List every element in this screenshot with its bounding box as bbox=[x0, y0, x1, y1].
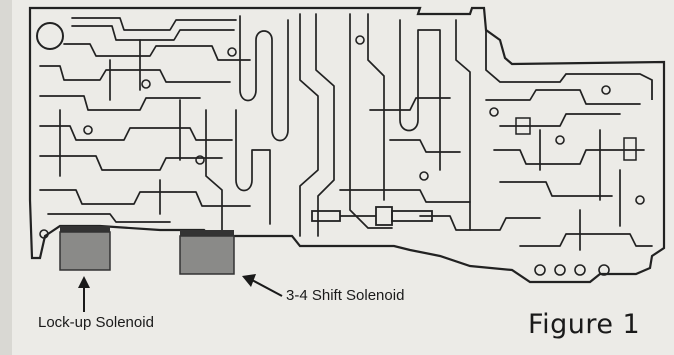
large-bore bbox=[36, 22, 64, 50]
fluid-channels bbox=[39, 13, 653, 251]
shift-solenoid-label: 3-4 Shift Solenoid bbox=[286, 287, 405, 304]
lockup-solenoid bbox=[59, 226, 111, 271]
bolt-holes bbox=[39, 35, 645, 276]
figure-caption: Figure 1 bbox=[528, 309, 641, 340]
lockup-solenoid-label: Lock-up Solenoid bbox=[38, 314, 154, 331]
manual-valve-spool bbox=[311, 206, 433, 226]
scan-edge bbox=[0, 0, 12, 355]
valve-body-upper-outline bbox=[485, 30, 653, 100]
valve-body-outline bbox=[28, 6, 666, 284]
shift-solenoid bbox=[179, 230, 235, 275]
lockup-arrow bbox=[78, 276, 90, 312]
shift-arrow bbox=[242, 274, 283, 297]
check-ball-pockets bbox=[515, 117, 637, 161]
